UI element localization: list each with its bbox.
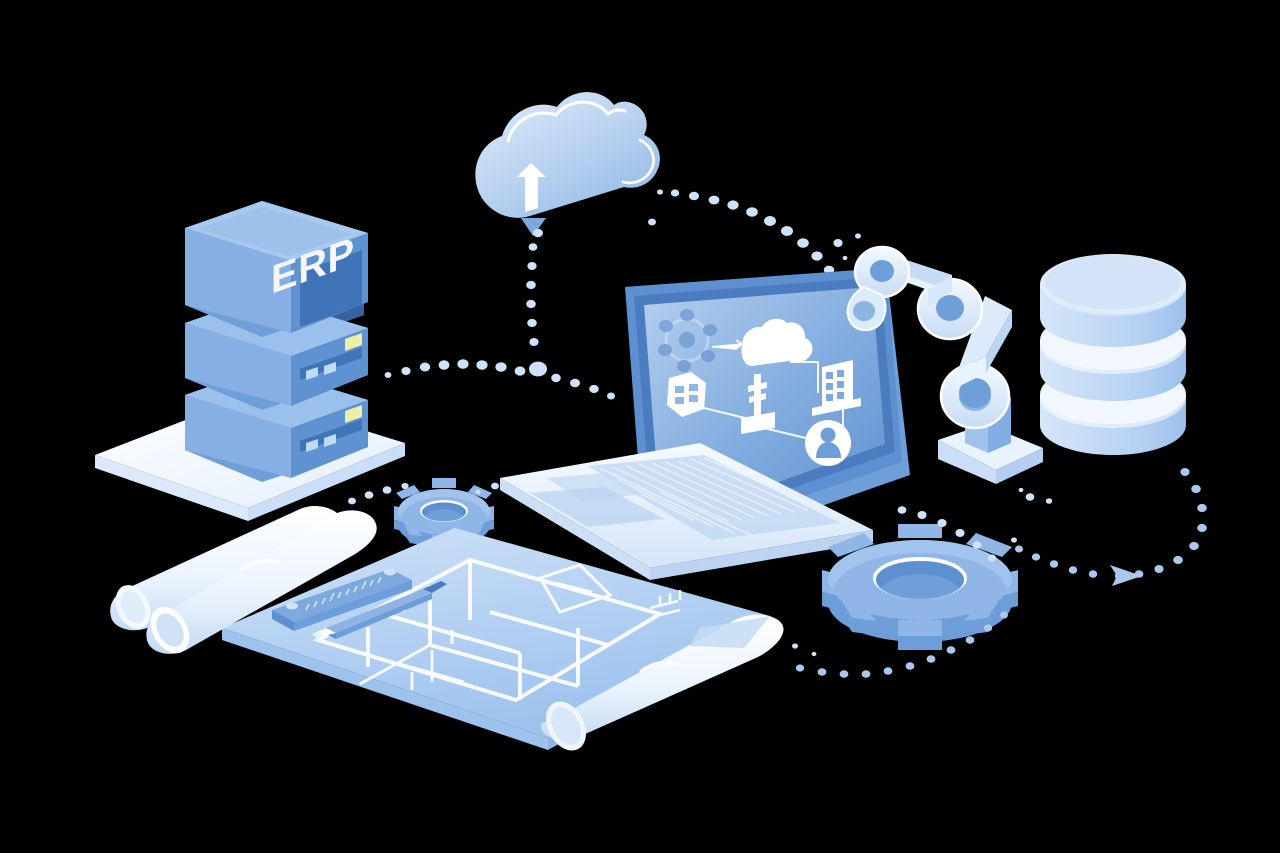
cloud-upload-icon <box>475 92 660 218</box>
status-led-cyan-1 <box>306 439 318 452</box>
laptop-to-gear-path <box>897 506 997 562</box>
decorative-dots <box>475 218 1053 657</box>
user-circle-icon <box>805 420 851 466</box>
database-cylinder <box>1040 254 1186 455</box>
status-led-cyan-2 <box>324 434 336 447</box>
erp-server-rack: ERP <box>95 201 405 521</box>
server-unit-top: ERP <box>185 201 368 337</box>
office-building-icon <box>812 360 861 416</box>
database-to-gear-path <box>1015 468 1207 586</box>
screen-network-diagram <box>658 309 861 466</box>
blueprint-floorplan <box>312 557 682 703</box>
pencil <box>312 581 447 639</box>
status-led-yellow <box>345 405 362 423</box>
status-led-cyan-3 <box>306 367 318 380</box>
status-led-cyan-4 <box>324 362 336 375</box>
blueprint-roll-front <box>540 614 784 751</box>
robot-joint-shoulder <box>853 245 911 299</box>
laptop-trackpad <box>530 487 665 527</box>
blueprint-rolls-left <box>110 506 377 654</box>
upload-arrow-icon <box>517 163 546 212</box>
ruler <box>272 568 412 631</box>
laptop-keyboard <box>588 455 840 540</box>
down-arrow-marker <box>521 218 546 236</box>
cloud-user-icon <box>741 318 813 366</box>
server-pin-icon <box>741 374 775 434</box>
server-to-cloud-path <box>384 218 615 400</box>
factory-hexagon-icon <box>667 372 706 417</box>
status-led-yellow-2 <box>345 333 362 351</box>
robot-gripper <box>846 285 887 332</box>
path-arrow-marker <box>1110 565 1142 586</box>
gear-to-blueprint-path <box>795 611 1008 678</box>
blueprint-sheet <box>110 506 784 751</box>
blueprint-to-gear-small-path <box>348 482 409 505</box>
laptop <box>500 268 910 580</box>
gear-molecule-icon <box>658 309 717 372</box>
robotic-arm <box>846 245 1043 484</box>
large-gear <box>822 524 1018 650</box>
